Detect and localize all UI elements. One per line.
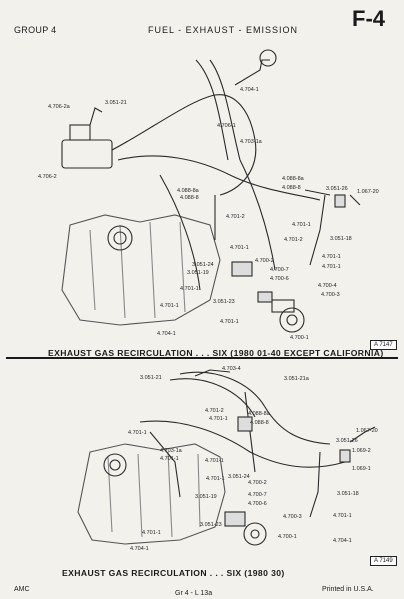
svg-text:4.701-1: 4.701-1	[142, 530, 161, 536]
figure-ref-1: A 7147	[370, 340, 397, 350]
svg-text:4.704-1: 4.704-1	[240, 87, 259, 93]
svg-text:3.051-19: 3.051-19	[195, 494, 217, 500]
svg-text:4.088-8a: 4.088-8a	[282, 176, 305, 182]
svg-text:4.701-1: 4.701-1	[322, 264, 341, 270]
svg-text:4.701-1: 4.701-1	[160, 303, 179, 309]
svg-text:3.051-18: 3.051-18	[330, 236, 352, 242]
svg-text:4.701-2: 4.701-2	[284, 237, 303, 243]
svg-text:4.701-1: 4.701-1	[205, 458, 224, 464]
svg-text:1.067-20: 1.067-20	[356, 428, 378, 434]
svg-text:3.051-26: 3.051-26	[326, 186, 348, 192]
svg-text:4.701-1: 4.701-1	[206, 476, 225, 482]
figure-divider	[6, 357, 398, 359]
svg-text:4.700-6: 4.700-6	[270, 276, 289, 282]
svg-text:4.700-2: 4.700-2	[255, 258, 274, 264]
svg-text:3.051-21: 3.051-21	[105, 100, 127, 106]
svg-text:3.051-24: 3.051-24	[228, 474, 250, 480]
svg-text:3.051-18: 3.051-18	[337, 491, 359, 497]
svg-text:4.700-1: 4.700-1	[290, 335, 309, 341]
svg-text:4.088-8a: 4.088-8a	[177, 188, 200, 194]
footer-brand: AMC	[14, 586, 30, 593]
svg-text:4.701-1: 4.701-1	[292, 222, 311, 228]
svg-text:4.700-2: 4.700-2	[248, 480, 267, 486]
page-number: F-4	[352, 6, 385, 31]
egr-diagram-2: 4.703-4 3.051-21a 3.051-21 4.701-2 4.088…	[77, 366, 378, 552]
svg-text:4.704-1: 4.704-1	[130, 546, 149, 552]
group-label: GROUP 4	[14, 25, 57, 35]
figure-caption-2: EXHAUST GAS RECIRCULATION . . . SIX (198…	[62, 568, 285, 578]
svg-text:4.703-1a: 4.703-1a	[160, 448, 183, 454]
figure-caption-1: EXHAUST GAS RECIRCULATION . . . SIX (198…	[48, 348, 384, 358]
svg-text:4.701-1: 4.701-1	[220, 319, 239, 325]
svg-text:4.703-4: 4.703-4	[222, 366, 241, 372]
svg-text:4.701-1: 4.701-1	[160, 456, 179, 462]
svg-text:4.704-1: 4.704-1	[157, 331, 176, 337]
svg-text:4.701-2: 4.701-2	[226, 214, 245, 220]
svg-text:4.704-1: 4.704-1	[333, 538, 352, 544]
svg-text:4.701-1: 4.701-1	[209, 416, 228, 422]
svg-text:3.051-26: 3.051-26	[336, 438, 358, 444]
svg-text:4.088-8: 4.088-8	[250, 420, 269, 426]
svg-text:4.701-1: 4.701-1	[128, 430, 147, 436]
svg-text:4.703-1a: 4.703-1a	[240, 139, 263, 145]
svg-text:4.700-6: 4.700-6	[248, 501, 267, 507]
svg-text:4.700-3: 4.700-3	[283, 514, 302, 520]
svg-text:4.700-3: 4.700-3	[321, 292, 340, 298]
svg-text:4.088-8a: 4.088-8a	[248, 411, 271, 417]
svg-text:4.700-7: 4.700-7	[248, 492, 267, 498]
svg-text:4.701-2: 4.701-2	[205, 408, 224, 414]
svg-text:4.706-2a: 4.706-2a	[48, 104, 71, 110]
svg-text:4.088-8: 4.088-8	[180, 195, 199, 201]
svg-text:4.706-1: 4.706-1	[217, 123, 236, 129]
section-title: FUEL - EXHAUST - EMISSION	[148, 25, 299, 35]
svg-text:4.088-8: 4.088-8	[282, 185, 301, 191]
svg-text:4.706-2: 4.706-2	[38, 174, 57, 180]
svg-text:4.700-4: 4.700-4	[318, 283, 337, 289]
svg-text:4.700-7: 4.700-7	[270, 267, 289, 273]
svg-text:4.701-1: 4.701-1	[180, 286, 199, 292]
svg-text:3.051-21a: 3.051-21a	[284, 376, 310, 382]
svg-text:3.051-21: 3.051-21	[140, 375, 162, 381]
svg-text:3.051-23: 3.051-23	[213, 299, 235, 305]
figure-ref-2: A 7149	[370, 556, 397, 566]
svg-text:4.701-1: 4.701-1	[230, 245, 249, 251]
svg-text:3.051-23: 3.051-23	[200, 522, 222, 528]
svg-text:1.067-20: 1.067-20	[357, 189, 379, 195]
svg-text:1.069-1: 1.069-1	[352, 466, 371, 472]
svg-text:1.069-2: 1.069-2	[352, 448, 371, 454]
svg-text:4.701-1: 4.701-1	[322, 254, 341, 260]
egr-diagram-1: 3.051-21 4.704-1 4.706-2a 4.706-1 4.703-…	[38, 49, 379, 341]
svg-text:4.701-1: 4.701-1	[333, 513, 352, 519]
svg-text:4.700-1: 4.700-1	[278, 534, 297, 540]
svg-text:3.051-24: 3.051-24	[192, 262, 214, 268]
footer-printed: Printed in U.S.A.	[322, 586, 374, 593]
footer-page-ref: Gr 4 - L 13a	[175, 590, 213, 597]
svg-text:3.051-19: 3.051-19	[187, 270, 209, 276]
